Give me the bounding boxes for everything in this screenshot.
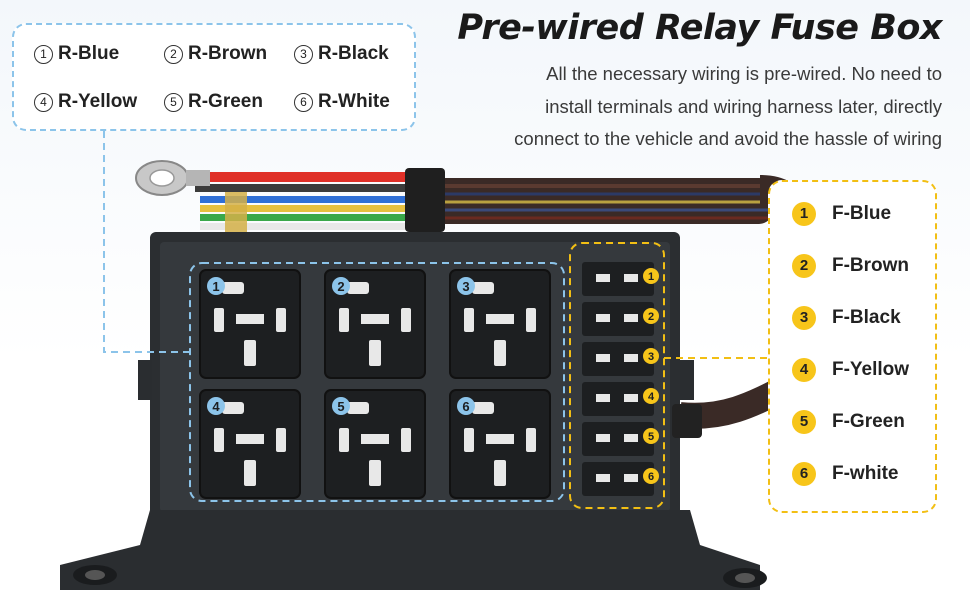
relay-number-badge: [332, 397, 350, 415]
fuse-slot: 4: [582, 382, 659, 416]
fuse-number: 5: [648, 431, 654, 443]
relay-socket: 2: [324, 269, 426, 379]
relay-legend-item: 2 R-Brown: [164, 43, 267, 65]
fuse-sockets: 1 2 3 4 5 6: [582, 262, 659, 496]
fuse-number-badge: [643, 388, 659, 404]
relay-number-badge: [457, 397, 475, 415]
fuse-legend-number: 4: [792, 358, 816, 382]
description-line: connect to the vehicle and avoid the has…: [514, 128, 942, 149]
fuse-legend: 1 F-Blue 2 F-Brown 3 F-Black 4 F-Yellow …: [768, 180, 937, 513]
fuse-legend-number: 6: [792, 462, 816, 486]
relay-number: 3: [462, 279, 469, 294]
fuse-legend-item: 3 F-Black: [792, 306, 901, 330]
fuse-legend-number: 5: [792, 410, 816, 434]
wire-harness: [135, 160, 815, 261]
fuse-number: 4: [648, 391, 655, 403]
relay-legend-label: R-White: [318, 91, 390, 112]
relay-legend-label: R-Yellow: [58, 91, 138, 112]
relay-legend-item: 4 R-Yellow: [34, 91, 137, 113]
relay-legend-number: 1: [34, 44, 53, 64]
relay-legend-label: R-Black: [318, 43, 389, 64]
fuse-legend-item: 1 F-Blue: [792, 202, 891, 226]
fuse-number-badge: [643, 428, 659, 444]
relay-number-badge: [207, 277, 225, 295]
page-title: Pre-wired Relay Fuse Box: [457, 8, 942, 48]
relay-legend-number: 6: [294, 92, 313, 112]
fuse-legend-number: 3: [792, 306, 816, 330]
fuse-legend-label: F-Blue: [832, 203, 892, 224]
relay-legend-label: R-Brown: [188, 43, 268, 64]
fuse-slot: 1: [582, 262, 659, 296]
fuse-slot: 6: [582, 462, 659, 496]
relay-number-badge: [457, 277, 475, 295]
relay-sockets: 1 2 3 4 5 6: [199, 269, 551, 499]
relay-socket: 6: [449, 389, 551, 499]
fuse-number: 3: [648, 351, 654, 363]
relay-socket: 3: [449, 269, 551, 379]
fuse-legend-item: 2 F-Brown: [792, 254, 909, 278]
relay-legend-number: 3: [294, 44, 313, 64]
relay-number: 4: [212, 399, 220, 414]
fuse-number: 2: [648, 311, 654, 323]
relay-number: 5: [337, 399, 344, 414]
relay-number: 1: [212, 279, 219, 294]
fuse-legend-label: F-Yellow: [832, 359, 910, 380]
fuse-legend-label: F-white: [832, 463, 899, 484]
relay-legend-item: 1 R-Blue: [34, 43, 119, 65]
relay-legend-label: R-Blue: [58, 43, 120, 64]
fuse-legend-item: 4 F-Yellow: [792, 358, 909, 382]
fuse-number: 1: [648, 271, 654, 283]
relay-legend: 1 R-Blue 2 R-Brown 3 R-Black 4 R-Yellow …: [12, 23, 416, 131]
fuse-legend-item: 5 F-Green: [792, 410, 905, 434]
description-line: install terminals and wiring harness lat…: [545, 95, 942, 117]
fuse-legend-item: 6 F-white: [792, 462, 899, 486]
fuse-legend-label: F-Black: [832, 307, 901, 328]
relay-socket: 5: [324, 389, 426, 499]
fuse-area-outline: [569, 242, 665, 509]
description-line: All the necessary wiring is pre-wired. N…: [546, 63, 942, 84]
fuse-legend-label: F-Brown: [832, 255, 910, 276]
fuse-slot: 5: [582, 422, 659, 456]
relay-number: 2: [337, 279, 344, 294]
fuse-legend-number: 1: [792, 202, 816, 226]
fuse-slot: 3: [582, 342, 659, 376]
relay-legend-number: 4: [34, 92, 53, 112]
fuse-slot: 2: [582, 302, 659, 336]
relay-area-outline: [189, 262, 565, 502]
fuse-number-badge: [643, 468, 659, 484]
relay-legend-number: 5: [164, 92, 183, 112]
fuse-number-badge: [643, 268, 659, 284]
relay-number-badge: [207, 397, 225, 415]
fuse-number-badge: [643, 348, 659, 364]
fuse-legend-label: F-Green: [832, 411, 905, 432]
fuse-legend-number: 2: [792, 254, 816, 278]
relay-legend-label: R-Green: [188, 91, 263, 112]
relay-legend-item: 3 R-Black: [294, 43, 389, 65]
relay-legend-item: 6 R-White: [294, 91, 390, 113]
relay-leader-line: [103, 131, 190, 353]
fuse-box-body: [60, 232, 813, 590]
relay-legend-number: 2: [164, 44, 183, 64]
relay-legend-item: 5 R-Green: [164, 91, 263, 113]
relay-number: 6: [462, 399, 469, 414]
relay-socket: 4: [199, 389, 301, 499]
fuse-number: 6: [648, 471, 654, 483]
fuse-number-badge: [643, 308, 659, 324]
relay-socket: 1: [199, 269, 301, 379]
description: All the necessary wiring is pre-wired. N…: [422, 58, 942, 156]
relay-number-badge: [332, 277, 350, 295]
